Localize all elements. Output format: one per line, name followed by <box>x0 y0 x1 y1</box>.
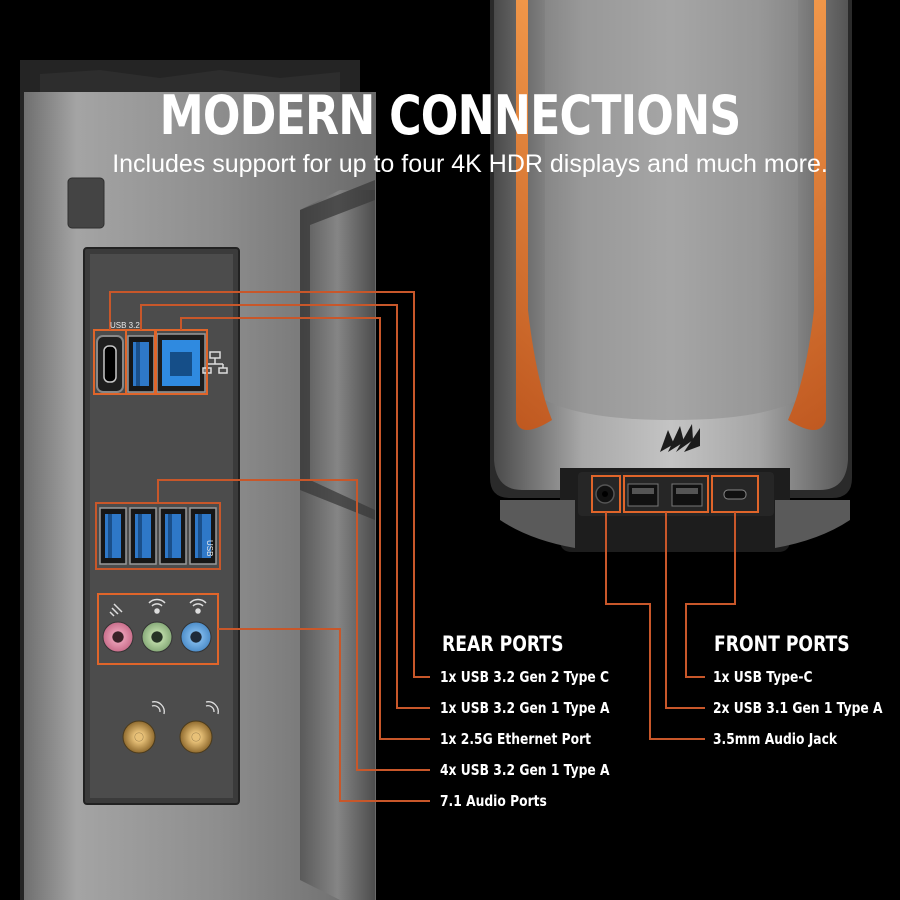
rear-ethernet-port <box>156 333 206 393</box>
front-callout-lines <box>605 512 736 740</box>
ethernet-icon <box>202 351 228 374</box>
front-ports-title: FRONT PORTS <box>714 632 850 656</box>
microphone-icon <box>109 603 123 617</box>
corsair-logo-icon <box>660 424 700 452</box>
rear-usb-c-port <box>96 335 124 393</box>
wifi-antenna-connectors <box>122 720 213 754</box>
front-usb-a-ports <box>627 483 703 507</box>
front-port-label: 2x USB 3.1 Gen 1 Type A <box>713 699 883 717</box>
rear-port-label: 1x USB 3.2 Gen 2 Type C <box>440 668 610 686</box>
front-usb-c-port <box>723 489 747 500</box>
wifi-antenna-icon <box>151 701 219 715</box>
front-port-label: 1x USB Type-C <box>713 668 813 686</box>
usb-side-label: USB <box>205 540 214 557</box>
rear-port-label: 4x USB 3.2 Gen 1 Type A <box>440 761 610 779</box>
rear-audio-jacks <box>102 621 212 653</box>
rear-callout-lines <box>109 291 430 802</box>
audio-wave-icon <box>148 598 207 614</box>
page-subtitle: Includes support for up to four 4K HDR d… <box>112 150 828 178</box>
rear-usb-a-port <box>127 335 155 393</box>
rear-ports-title: REAR PORTS <box>442 632 564 656</box>
rear-usb-a-group <box>99 507 217 565</box>
rear-port-label: 7.1 Audio Ports <box>440 792 547 810</box>
front-tower <box>490 0 852 552</box>
rear-port-label: 1x 2.5G Ethernet Port <box>440 730 592 748</box>
page-title: MODERN CONNECTIONS <box>159 84 742 147</box>
front-port-label: 3.5mm Audio Jack <box>713 730 838 748</box>
rear-port-label: 1x USB 3.2 Gen 1 Type A <box>440 699 610 717</box>
usb-3-2-label: USB 3.2 <box>110 321 140 330</box>
front-audio-jack <box>595 484 615 504</box>
